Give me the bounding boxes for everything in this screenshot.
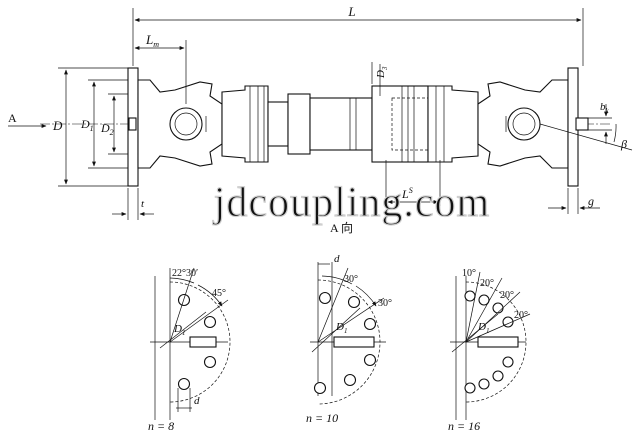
- label-A-view: A 向: [330, 220, 353, 235]
- n16-angle-2: 20°: [480, 278, 494, 289]
- label-t: t: [141, 198, 145, 210]
- label-D3: D3: [375, 66, 389, 79]
- bolt-n16-6: [492, 370, 504, 382]
- label-beta: β: [620, 137, 627, 151]
- bolt-n10-3: [363, 317, 377, 331]
- label-g: g: [588, 194, 594, 208]
- n10-d: d: [334, 253, 340, 265]
- left-hub: [221, 85, 269, 163]
- right-hub: [427, 85, 479, 163]
- n10-angle-2: 30°: [378, 298, 392, 309]
- spline-shaft: [309, 97, 373, 151]
- bolt-n10-5: [343, 373, 357, 387]
- bolt-n10-6: [313, 381, 327, 395]
- label-L: L: [347, 4, 355, 19]
- n16-angle-1: 10°: [462, 268, 476, 279]
- n16-angle-3: 20°: [500, 290, 514, 301]
- bolt-n8-3: [203, 355, 217, 369]
- bolt-n10-2: [347, 295, 361, 309]
- label-A: A: [8, 111, 17, 125]
- bolt-n8-1: [177, 293, 191, 307]
- flange-view-n10: d 30° 30° D1 n = 10: [306, 253, 392, 425]
- label-Ls: LS: [401, 186, 413, 201]
- bolt-n8-4: [177, 377, 191, 391]
- n16-label: n = 16: [448, 419, 480, 433]
- left-flange-key: [128, 117, 137, 131]
- label-bk: bk: [600, 101, 610, 115]
- bolt-n16-5: [502, 356, 514, 368]
- bolt-n16-7: [478, 378, 490, 390]
- label-D2: D2: [100, 121, 114, 137]
- angle-line-beta: [539, 123, 633, 151]
- n8-D1: D1: [173, 323, 185, 337]
- bolt-n10-1: [318, 291, 332, 305]
- flange-view-n16: 10° 20° 20° 20° D1 n = 16: [448, 268, 531, 433]
- bolt-n16-2: [478, 294, 490, 306]
- shaft-collar: [287, 93, 311, 155]
- flange-view-n8: 22°30′ 45° D1 d n = 8: [148, 267, 231, 433]
- bolt-n16-8: [464, 382, 476, 394]
- n8-d: d: [194, 395, 200, 407]
- n8-label: n = 8: [148, 419, 174, 433]
- n16-D1: D1: [477, 321, 489, 335]
- n8-angle-2: 45°: [212, 288, 226, 299]
- main-view: L Lm D D1 D2 A D3 LS: [8, 4, 633, 235]
- shaft-neck: [267, 101, 289, 147]
- right-flange-key: [575, 117, 589, 131]
- label-D: D: [52, 118, 63, 133]
- label-D1: D1: [80, 117, 94, 133]
- n10-label: n = 10: [306, 411, 338, 425]
- bolt-n8-2: [203, 315, 217, 329]
- bolt-n16-3: [492, 302, 504, 314]
- left-cross-inner: [174, 112, 198, 136]
- n16-angle-4: 20°: [514, 310, 528, 321]
- bolt-n16-1: [464, 290, 476, 302]
- n8-angle-1: 22°30′: [172, 268, 198, 279]
- label-Lm: Lm: [145, 32, 159, 49]
- n10-D1: D1: [335, 321, 347, 335]
- watermark: jdcoupling.com: [212, 180, 490, 226]
- bolt-n10-4: [363, 353, 377, 367]
- angle-arc-beta: [613, 123, 617, 143]
- spline-sleeve: [371, 85, 429, 163]
- n10-angle-1: 30°: [344, 274, 358, 285]
